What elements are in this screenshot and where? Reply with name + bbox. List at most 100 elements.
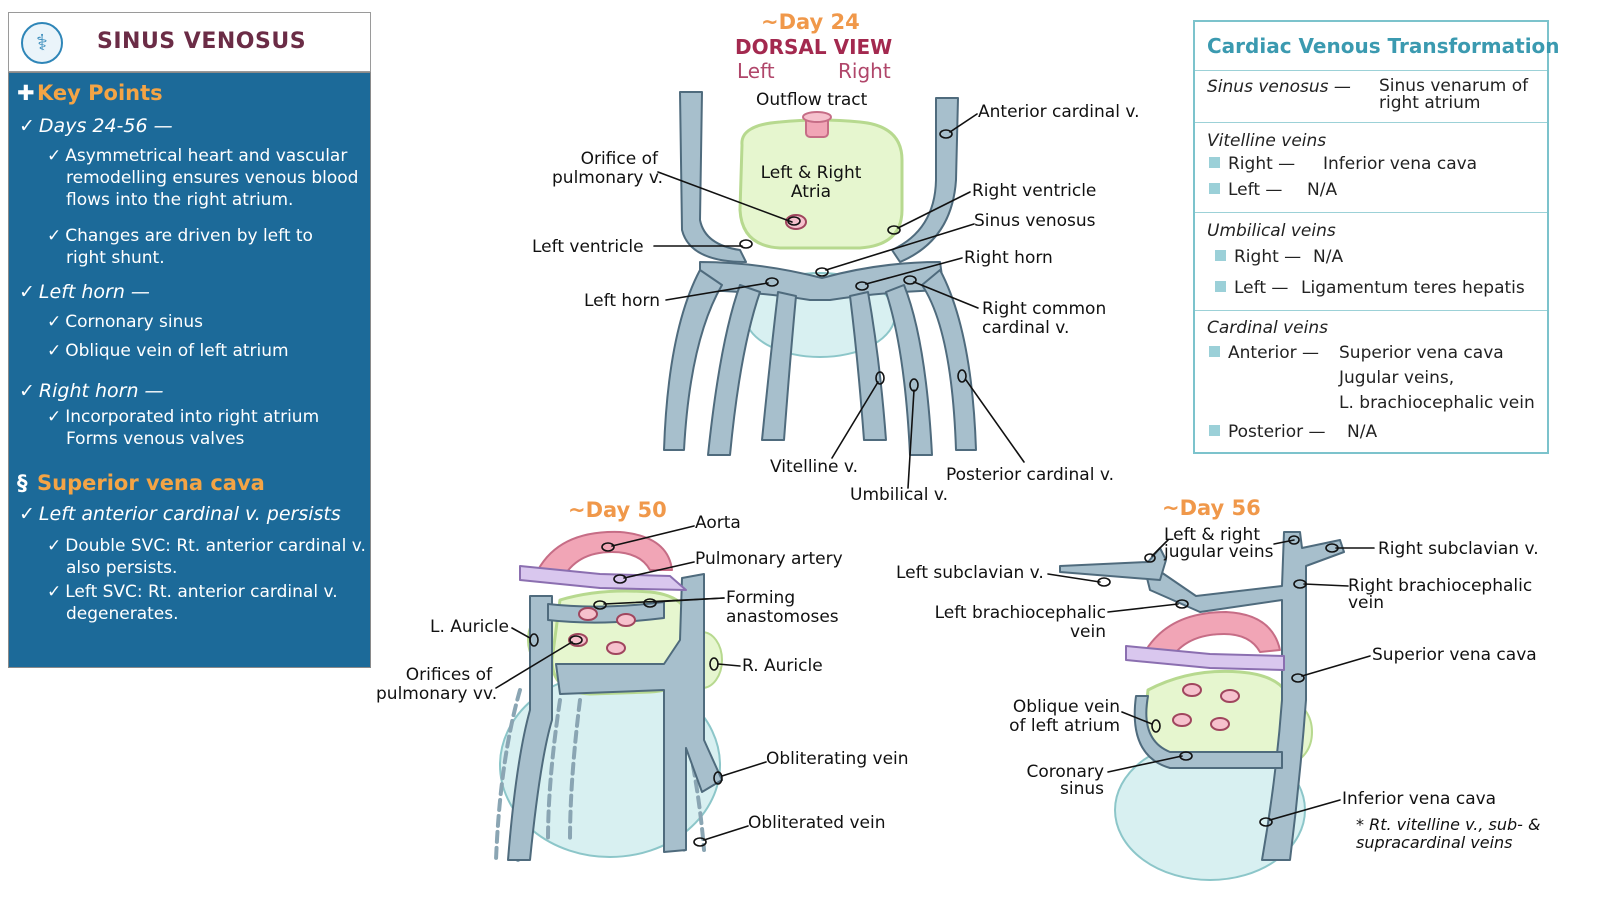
orifices-label-line-2: pulmonary vv.: [376, 684, 498, 704]
jugular-label-line-1: Left & right: [1164, 525, 1260, 545]
right-brachiocephalic-line-2: vein: [1348, 593, 1385, 613]
check-icon: ✓: [47, 341, 62, 361]
right-horn-item: ✓Incorporated into right atrium Forms ve…: [47, 406, 319, 450]
day56-veins: [1059, 531, 1345, 861]
day56-pulmonary-orifices: [1172, 683, 1240, 731]
pulmonary-artery-label: Pulmonary artery: [695, 549, 843, 569]
panel-header: ⚕ SINUS VENOSUS: [8, 12, 371, 72]
right-horn-point: ✓Right horn —: [19, 380, 164, 402]
days-item-2-line-2: right shunt.: [66, 248, 165, 268]
coronary-sinus-line-1: Coronary: [1026, 762, 1104, 782]
cardinal-anterior-value: Superior vena cava Jugular veins, L. bra…: [1339, 341, 1535, 416]
umbilical-right-row: Right —: [1215, 248, 1301, 267]
forming-anastomoses-line-2: anastomoses: [726, 607, 839, 627]
ivc-note-line-2: supracardinal veins: [1356, 833, 1513, 852]
check-icon: ✓: [47, 582, 62, 602]
svc-heading: §Superior vena cava: [17, 471, 265, 495]
days-item-1: ✓Asymmetrical heart and vascular remodel…: [47, 145, 358, 211]
svc-item-1-line-1: Double SVC: Rt. anterior cardinal v.: [65, 536, 366, 556]
check-icon: ✓: [47, 407, 62, 427]
panel-title: SINUS VENOSUS: [97, 29, 307, 54]
orifices-label-line-1: Orifices of: [405, 665, 492, 685]
orifice-label-line-2: pulmonary v.: [552, 168, 664, 188]
cardinal-posterior-value: N/A: [1347, 422, 1378, 442]
check-icon: ✓: [47, 536, 62, 556]
svc-item-2-line-1: Left SVC: Rt. anterior cardinal v.: [65, 582, 338, 602]
day24-veins: [663, 91, 977, 456]
umbilical-right-value: N/A: [1313, 247, 1344, 267]
table-divider: [1195, 310, 1547, 311]
posterior-cardinal-label: Posterior cardinal v.: [946, 465, 1114, 485]
table-divider: [1195, 122, 1547, 123]
svc-sub-point: ✓Left anterior cardinal v. persists: [19, 503, 341, 525]
left-brachiocephalic-line-2: vein: [1069, 622, 1106, 642]
right-horn-item-line-1: Incorporated into right atrium: [65, 407, 320, 427]
right-common-cardinal-line-2: cardinal v.: [982, 318, 1070, 338]
vitelline-right-value: Inferior vena cava: [1323, 154, 1478, 174]
day56-pulmonary-artery: [1125, 645, 1285, 671]
right-horn-label: Right horn —: [38, 380, 164, 402]
bullet-square-icon: [1215, 281, 1226, 292]
day50-title: ~Day 50: [568, 498, 667, 522]
sinus-venosus-label: Sinus venosus: [974, 211, 1096, 231]
left-horn-item-2: ✓Oblique vein of left atrium: [47, 340, 289, 362]
vitelline-heading: Vitelline veins: [1207, 131, 1327, 151]
forming-anastomoses-line-1: Forming: [726, 588, 796, 608]
svc-sub-label: Left anterior cardinal v. persists: [38, 503, 341, 525]
sinus-venosus-value-line-2: right atrium: [1379, 93, 1481, 113]
day50-aorta: [537, 530, 673, 581]
svc-label: Superior vena cava: [1372, 645, 1537, 665]
anterior-cardinal-label: Anterior cardinal v.: [978, 102, 1140, 122]
left-brachiocephalic-line-1: Left brachiocephalic: [934, 603, 1106, 623]
left-horn-point: ✓Left horn —: [19, 281, 150, 303]
l-auricle-label: L. Auricle: [430, 617, 509, 637]
right-brachiocephalic-line-1: Right brachiocephalic: [1348, 576, 1533, 596]
vessel-icon: §: [17, 471, 28, 495]
umbilical-left-row: Left —: [1215, 279, 1288, 298]
left-horn-item-1-text: Cornonary sinus: [65, 312, 204, 332]
days-item-2: ✓Changes are driven by left to right shu…: [47, 225, 313, 269]
right-common-cardinal-line-1: Right common: [982, 299, 1107, 319]
cardinal-heading: Cardinal veins: [1207, 318, 1328, 338]
obliterating-vein-label: Obliterating vein: [766, 749, 909, 769]
left-horn-item-2-text: Oblique vein of left atrium: [65, 341, 289, 361]
bullet-square-icon: [1209, 346, 1220, 357]
check-icon: ✓: [19, 380, 35, 402]
bullet-square-icon: [1209, 425, 1220, 436]
umbilical-heading: Umbilical veins: [1207, 221, 1336, 241]
check-icon: ✓: [19, 281, 35, 303]
r-auricle-label: R. Auricle: [742, 656, 823, 676]
key-points-panel: ✚Key Points ✓Days 24-56 — ✓Asymmetrical …: [8, 72, 371, 668]
ivc-note-line-1: * Rt. vitelline v., sub- &: [1356, 815, 1541, 834]
left-horn-label: Left horn —: [38, 281, 150, 303]
check-icon: ✓: [47, 312, 62, 332]
check-icon: ✓: [47, 226, 62, 246]
outflow-tract-opening: [802, 111, 832, 123]
umbilical-label: Umbilical v.: [850, 485, 948, 505]
oblique-vein-line-2: of left atrium: [1009, 716, 1120, 736]
pulmonary-orifice: [785, 214, 807, 230]
day56-illustration: [1047, 531, 1375, 881]
sinus-venosus-row-label: Sinus venosus —: [1207, 77, 1351, 97]
dorsal-view-label: DORSAL VIEW: [735, 35, 893, 59]
vitelline-left-label: Left —: [1228, 180, 1283, 200]
vitelline-label: Vitelline v.: [770, 457, 859, 477]
cardinal-anterior-row: Anterior —: [1209, 344, 1319, 363]
vitelline-left-value: N/A: [1307, 180, 1338, 200]
right-horn-label: Right horn: [964, 248, 1053, 268]
cardinal-anterior-value-line-2: Jugular veins,: [1339, 368, 1455, 388]
check-icon: ✓: [47, 146, 62, 166]
day24-title: ~Day 24: [761, 10, 860, 34]
day56-aorta: [1145, 611, 1281, 661]
table-divider: [1195, 70, 1547, 71]
days-item-1-line-2: remodelling ensures venous blood: [66, 168, 359, 188]
right-side-label: Right: [838, 59, 891, 83]
